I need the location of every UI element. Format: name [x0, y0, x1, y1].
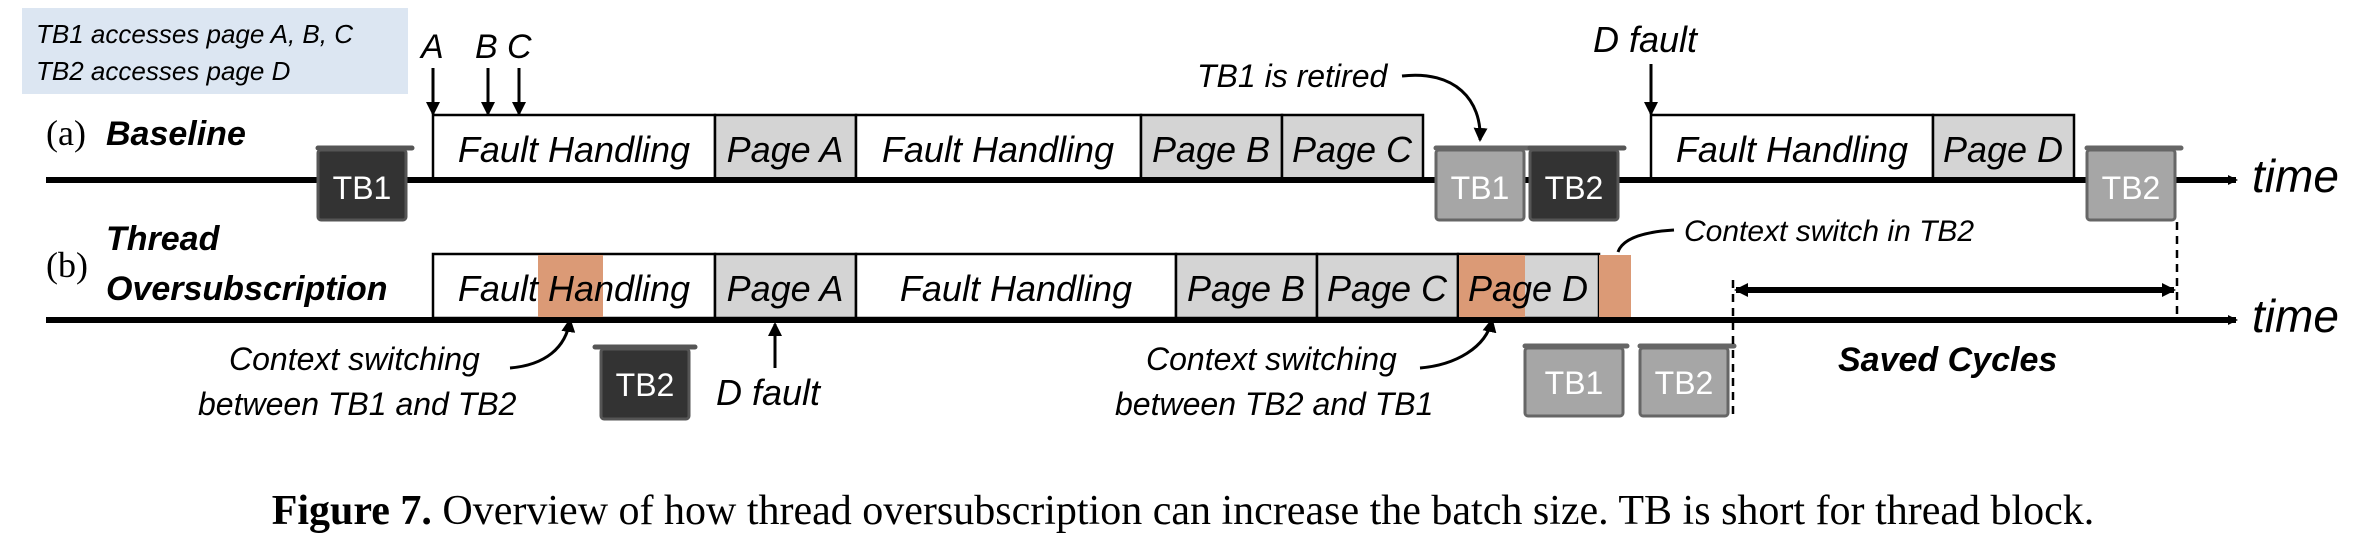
cs-right-line-2: between TB2 and TB1	[1115, 386, 1433, 422]
cs-left-arrow	[509, 318, 576, 370]
row-a-title: Baseline	[106, 115, 246, 153]
tb2-block-row-b-1: TB2	[592, 344, 698, 421]
caption-text: Overview of how thread oversubscription …	[442, 488, 2094, 534]
cs-right-line-1: Context switching	[1146, 341, 1397, 377]
row-b-box-page-c	[1315, 252, 1460, 320]
tb1-block-start: TB1	[315, 145, 415, 222]
row-b-time-label: time	[2252, 290, 2339, 342]
row-a-marker: (a)	[46, 113, 86, 153]
caption-label: Figure 7.	[272, 488, 432, 534]
row-b-d-fault-label: D fault	[716, 372, 822, 413]
row-b-title-line-2: Oversubscription	[106, 270, 388, 308]
caption-line: Figure 7. Overview of how thread oversub…	[272, 488, 2095, 534]
row-a-box-fault-3	[1649, 113, 1935, 181]
row-b-box-page-c-label: Page C	[1327, 268, 1448, 309]
retired-note: TB1 is retired	[1197, 58, 1388, 94]
cs-in-tb2-arrow	[1616, 228, 1675, 253]
row-b-context-switch-highlight-2	[1459, 255, 1525, 317]
row-b-oversubscription: (b) Thread Oversubscription Fault Handli…	[46, 215, 2339, 422]
row-b-context-switch-highlight-1	[538, 255, 603, 317]
row-a-box-page-b-label: Page B	[1152, 129, 1270, 170]
legend-line-1: TB1 accesses page A, B, C	[36, 19, 353, 49]
tb2-block-row-a-2: TB2	[2084, 145, 2184, 222]
access-label-b: B	[475, 28, 498, 66]
row-b-box-page-b-label: Page B	[1187, 268, 1305, 309]
tb2-block-row-a-1: TB2	[1527, 145, 1627, 222]
row-b-box-fault-1-label: Fault Handling	[458, 268, 690, 309]
cs-right-arrow	[1419, 318, 1497, 370]
row-b-box-page-a-label: Page A	[727, 268, 844, 309]
row-a-box-page-d	[1931, 113, 2076, 181]
row-a-baseline: (a) Baseline A B C Fault Handling Page A…	[46, 19, 2339, 222]
access-label-c: C	[507, 28, 532, 66]
row-b-context-switch-tb2-block	[1599, 255, 1631, 319]
retired-arrow	[1401, 73, 1488, 142]
row-a-time-label: time	[2252, 150, 2339, 202]
tb1-block-row-b: TB1	[1522, 343, 1630, 418]
legend: TB1 accesses page A, B, C TB2 accesses p…	[22, 8, 408, 94]
tb2-block-row-b-2: TB2	[1637, 343, 1737, 418]
row-a-box-page-c	[1280, 113, 1425, 181]
tb1-block-retired-label: TB1	[1451, 170, 1510, 206]
cs-left-line-1: Context switching	[229, 341, 480, 377]
row-a-box-fault-3-label: Fault Handling	[1676, 129, 1908, 170]
row-b-marker: (b)	[46, 245, 88, 285]
tb2-block-row-b-1-label: TB2	[616, 367, 675, 403]
row-b-box-fault-2	[854, 252, 1178, 320]
figure-caption: Figure 7. Overview of how thread oversub…	[272, 488, 2095, 534]
row-a-box-fault-1-label: Fault Handling	[458, 129, 690, 170]
row-a-box-page-d-label: Page D	[1943, 129, 2063, 170]
cs-left-line-2: between TB1 and TB2	[198, 386, 517, 422]
tb1-block-start-label: TB1	[333, 170, 392, 206]
row-b-box-page-d-label: Page D	[1468, 268, 1588, 309]
row-a-box-fault-2-label: Fault Handling	[882, 129, 1114, 170]
row-b-box-fault-2-label: Fault Handling	[900, 268, 1132, 309]
tb2-block-row-a-1-label: TB2	[1545, 170, 1604, 206]
legend-line-2: TB2 accesses page D	[36, 56, 290, 86]
row-a-box-page-c-label: Page C	[1292, 129, 1413, 170]
row-b-box-page-b	[1174, 252, 1319, 320]
tb2-block-row-b-2-label: TB2	[1655, 365, 1714, 401]
access-label-a: A	[419, 28, 444, 66]
cs-in-tb2-note: Context switch in TB2	[1684, 215, 1974, 248]
row-a-d-fault-label: D fault	[1593, 19, 1699, 60]
row-a-box-page-a-label: Page A	[727, 129, 844, 170]
legend-background	[22, 8, 408, 94]
tb1-block-retired: TB1	[1433, 145, 1533, 222]
row-b-title-line-1: Thread	[106, 220, 221, 258]
tb2-block-row-a-2-label: TB2	[2102, 170, 2161, 206]
tb1-block-row-b-label: TB1	[1545, 365, 1604, 401]
saved-cycles-label: Saved Cycles	[1838, 341, 2057, 379]
